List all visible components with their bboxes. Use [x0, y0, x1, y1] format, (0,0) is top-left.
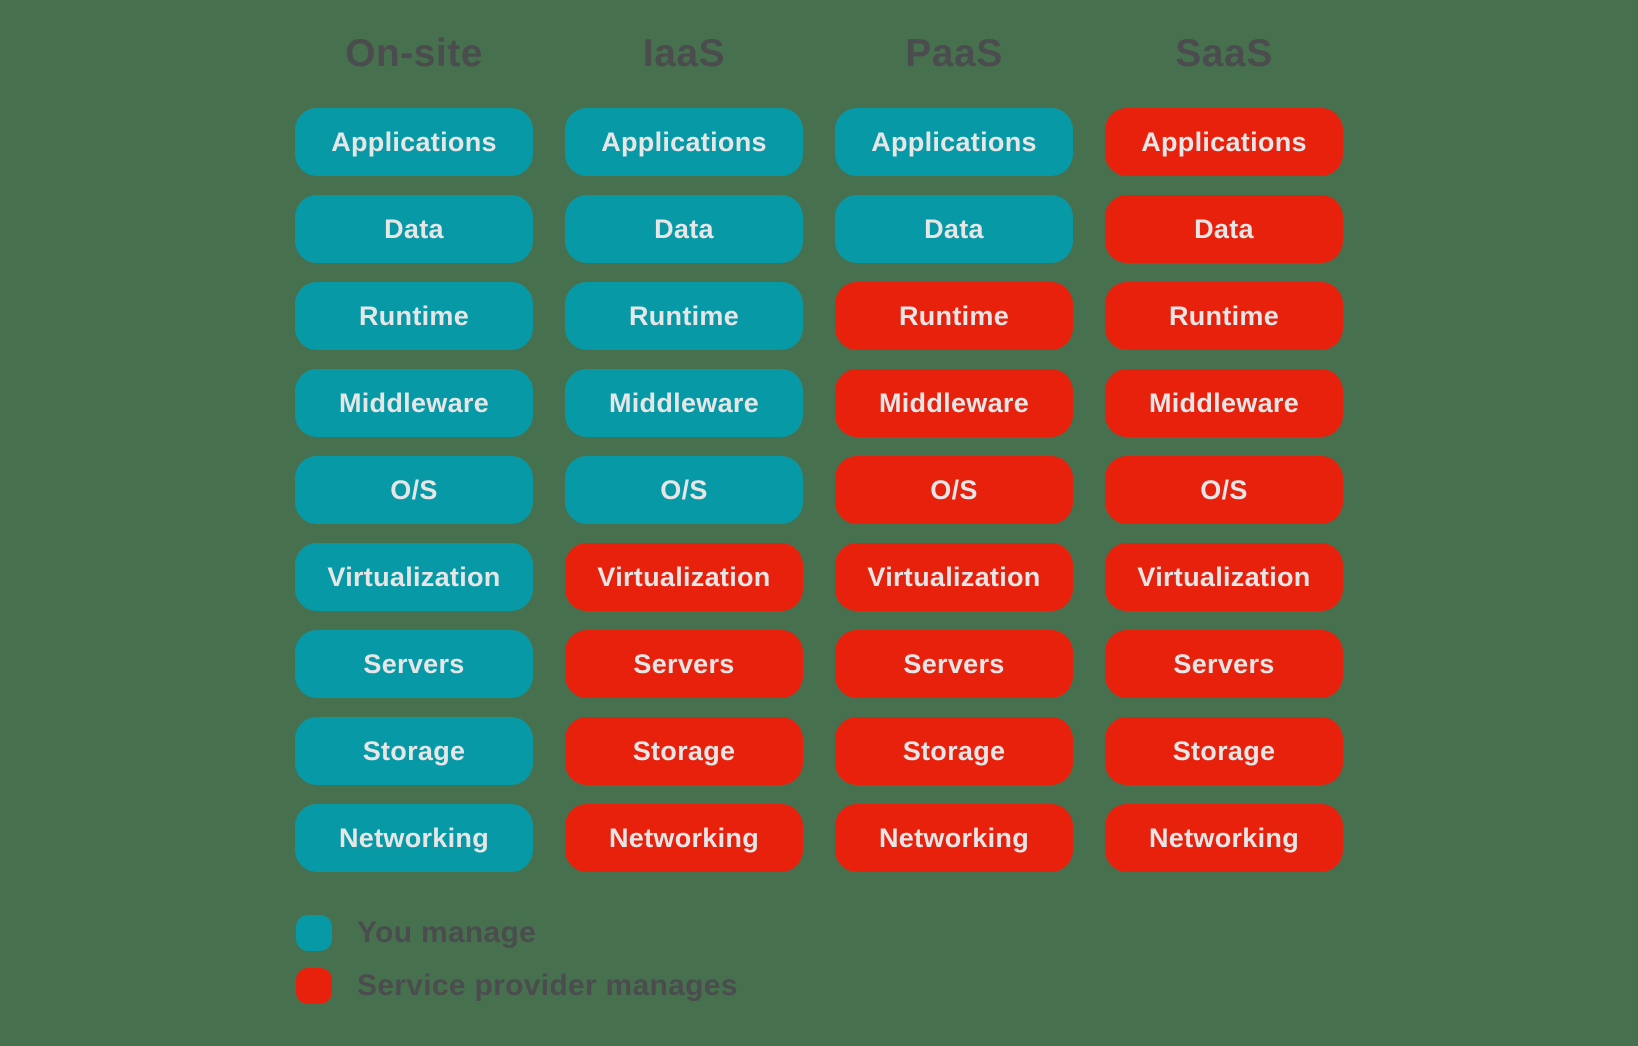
pill-label: Applications: [331, 126, 497, 157]
pill-label: Runtime: [1168, 300, 1280, 331]
pill-label: Storage: [1172, 735, 1276, 766]
legend-label: You manage: [357, 916, 537, 949]
legend-swatch-provider-icon: [296, 968, 332, 1004]
pill-label: Virtualization: [597, 561, 771, 592]
legend-row-service-provider-manages: Service provider manages: [296, 968, 738, 1004]
column-header-saas: SaaS: [1175, 32, 1273, 75]
pill-iaas-runtime: Runtime: [565, 282, 803, 350]
pill-label: Networking: [608, 822, 759, 853]
legend-label: Service provider manages: [357, 969, 738, 1002]
pill-label: Servers: [1173, 648, 1275, 679]
pill-label: Middleware: [338, 387, 490, 418]
pill-iaas-storage: Storage: [565, 717, 803, 785]
pill-label: Data: [1194, 213, 1254, 244]
pill-paas-middleware: Middleware: [835, 369, 1073, 437]
pill-label: Virtualization: [327, 561, 501, 592]
pill-paas-applications: Applications: [835, 108, 1073, 176]
pill-saas-storage: Storage: [1105, 717, 1343, 785]
pill-on-site-virtualization: Virtualization: [295, 543, 533, 611]
column-header-paas: PaaS: [905, 32, 1003, 75]
pill-saas-virtualization: Virtualization: [1105, 543, 1343, 611]
pill-label: Networking: [338, 822, 489, 853]
pill-label: Storage: [632, 735, 736, 766]
pill-label: Runtime: [358, 300, 470, 331]
pill-label: Middleware: [1148, 387, 1300, 418]
pill-label: Data: [654, 213, 714, 244]
pill-paas-storage: Storage: [835, 717, 1073, 785]
pill-label: Servers: [363, 648, 465, 679]
pill-label: Data: [924, 213, 984, 244]
pill-label: O/S: [930, 474, 978, 505]
pill-paas-servers: Servers: [835, 630, 1073, 698]
column-header-iaas: IaaS: [642, 32, 726, 75]
pill-on-site-networking: Networking: [295, 804, 533, 872]
pill-on-site-servers: Servers: [295, 630, 533, 698]
pill-iaas-o-s: O/S: [565, 456, 803, 524]
pill-paas-virtualization: Virtualization: [835, 543, 1073, 611]
pill-on-site-data: Data: [295, 195, 533, 263]
pill-label: Applications: [601, 126, 767, 157]
pill-label: Virtualization: [867, 561, 1041, 592]
pill-label: Runtime: [628, 300, 740, 331]
pill-iaas-middleware: Middleware: [565, 369, 803, 437]
column-header-on-site: On-site: [345, 32, 483, 75]
pill-paas-networking: Networking: [835, 804, 1073, 872]
pill-paas-data: Data: [835, 195, 1073, 263]
pill-iaas-data: Data: [565, 195, 803, 263]
pill-on-site-middleware: Middleware: [295, 369, 533, 437]
pill-saas-servers: Servers: [1105, 630, 1343, 698]
pill-label: Runtime: [898, 300, 1010, 331]
pill-label: Applications: [871, 126, 1037, 157]
pill-on-site-o-s: O/S: [295, 456, 533, 524]
pill-paas-o-s: O/S: [835, 456, 1073, 524]
pill-label: Networking: [1148, 822, 1299, 853]
legend-swatch-you-icon: [296, 915, 332, 951]
pill-label: Storage: [362, 735, 466, 766]
pill-label: Servers: [903, 648, 1005, 679]
pill-saas-networking: Networking: [1105, 804, 1343, 872]
pill-iaas-virtualization: Virtualization: [565, 543, 803, 611]
pill-label: Virtualization: [1137, 561, 1311, 592]
pill-saas-applications: Applications: [1105, 108, 1343, 176]
pill-saas-runtime: Runtime: [1105, 282, 1343, 350]
pill-on-site-applications: Applications: [295, 108, 533, 176]
pill-label: Data: [384, 213, 444, 244]
pill-on-site-runtime: Runtime: [295, 282, 533, 350]
pill-saas-o-s: O/S: [1105, 456, 1343, 524]
pill-label: O/S: [660, 474, 708, 505]
pill-label: Servers: [633, 648, 735, 679]
pill-label: Applications: [1141, 126, 1307, 157]
pill-label: Middleware: [608, 387, 760, 418]
pill-saas-middleware: Middleware: [1105, 369, 1343, 437]
pill-label: Middleware: [878, 387, 1030, 418]
pill-label: O/S: [390, 474, 438, 505]
pill-iaas-networking: Networking: [565, 804, 803, 872]
pill-label: Networking: [878, 822, 1029, 853]
pill-label: Storage: [902, 735, 1006, 766]
pill-saas-data: Data: [1105, 195, 1343, 263]
pill-iaas-applications: Applications: [565, 108, 803, 176]
legend-row-you-manage: You manage: [296, 915, 738, 951]
pill-iaas-servers: Servers: [565, 630, 803, 698]
pill-label: O/S: [1200, 474, 1248, 505]
pill-paas-runtime: Runtime: [835, 282, 1073, 350]
pill-on-site-storage: Storage: [295, 717, 533, 785]
